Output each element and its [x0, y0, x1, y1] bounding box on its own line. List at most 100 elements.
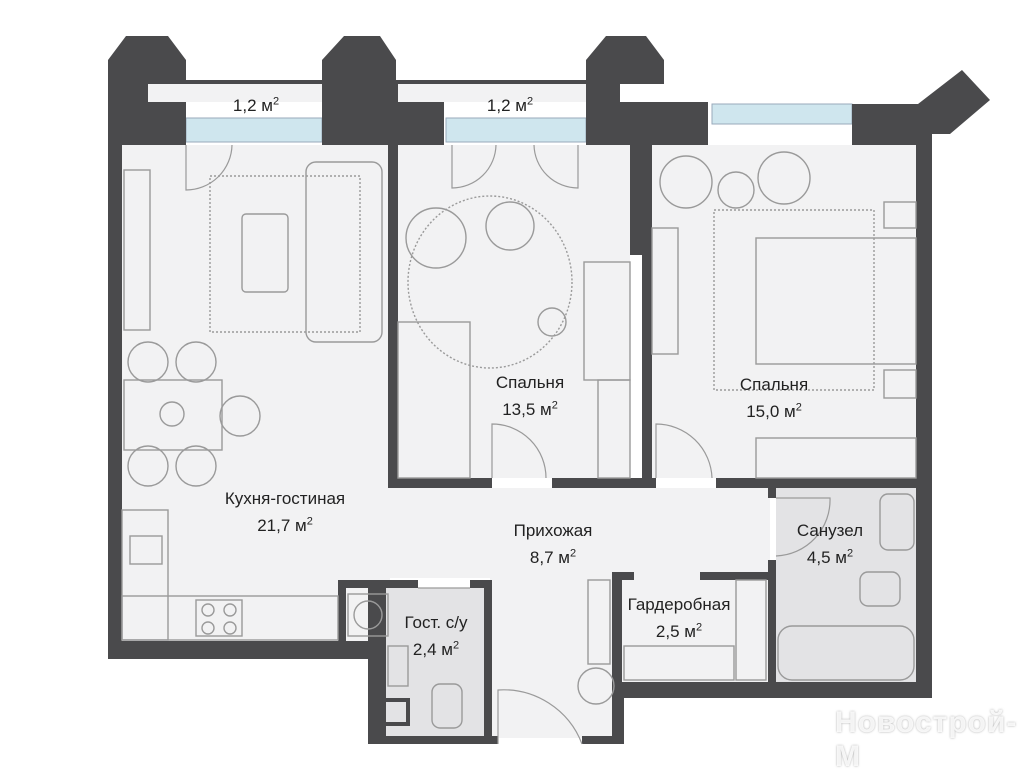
wall-pillar-mid2: [586, 36, 708, 145]
room-name: Кухня-гостиная: [224, 489, 346, 508]
room-area: 1,2 м: [486, 95, 527, 115]
door-kitchen-balcony: [185, 144, 233, 191]
kitchen-counter-bottom: [121, 595, 339, 641]
window-bedroom-1: [445, 117, 587, 143]
room-label-bedroom-1: Спальня 13,5 м2: [480, 372, 580, 421]
round-table: [717, 171, 755, 209]
wardrobe-bedroom-2: [755, 437, 917, 479]
hob-burner-3: [201, 621, 215, 635]
wall-bottom-wc2: [368, 736, 498, 744]
room-area: 8,7 м: [529, 547, 570, 567]
hallway-floor: [390, 488, 770, 578]
wall-wardrobe-left: [612, 572, 622, 682]
toilet: [859, 571, 901, 607]
wall-bedroom-divider: [630, 145, 642, 255]
room-area: 4,5 м: [806, 547, 847, 567]
wall-bottom-left: [108, 641, 370, 659]
room-area: 21,7 м: [257, 515, 307, 535]
wall-bedroom-divider2: [642, 145, 652, 478]
hob-burner-2: [223, 603, 237, 617]
wall-bedroom1-left: [388, 145, 398, 488]
wall-bedroom1-bottom2: [552, 478, 656, 488]
area-unit-sup: 2: [306, 515, 313, 527]
bedroom-2-floor: [652, 145, 916, 478]
wall-right: [916, 145, 932, 697]
room-area: 15,0 м: [746, 401, 796, 421]
room-label-bathroom: Санузел 4,5 м2: [780, 520, 880, 569]
hob: [195, 599, 243, 637]
wall-pillar-left: [108, 36, 186, 145]
dining-chair-2: [175, 341, 217, 383]
room-name: Гардеробная: [627, 595, 731, 614]
door-bedroom1-balcony-right: [533, 144, 579, 189]
washing-machine-drum: [353, 600, 383, 630]
bed-single: [397, 321, 471, 479]
area-unit-sup: 2: [795, 401, 802, 413]
hallway-floor-lower: [490, 578, 612, 738]
coffee-table: [241, 213, 289, 293]
watermark: Новострой-М: [835, 706, 1018, 773]
dining-chair-4: [175, 445, 217, 487]
side-table: [485, 201, 535, 251]
doors: [185, 144, 831, 745]
room-name: Спальня: [739, 375, 809, 394]
room-label-balcony-1: 1,2 м2: [216, 90, 296, 117]
wall-wc-right: [484, 580, 492, 744]
wardrobe-floor: [622, 578, 768, 682]
balcony-1-floor: [148, 84, 376, 102]
lounge-chair-2: [757, 151, 811, 205]
hallway-pouf: [577, 667, 615, 705]
room-label-wardrobe: Гардеробная 2,5 м2: [622, 594, 736, 643]
wc-basin: [387, 645, 409, 687]
room-label-guest-wc: Гост. с/у 2,4 м2: [396, 612, 476, 661]
wall-bedroom1-bottom: [388, 478, 492, 488]
shaft-box: [382, 698, 410, 726]
wall-bottom-right: [612, 682, 932, 698]
tv-unit-bedroom: [651, 227, 679, 355]
sink: [129, 535, 163, 565]
washing-machine: [347, 593, 389, 637]
door-bedroom1-balcony-left: [451, 144, 497, 189]
dining-table: [123, 379, 223, 451]
area-unit-sup: 2: [695, 621, 703, 633]
door-entrance: [497, 689, 583, 745]
lounge-chair-1: [659, 155, 713, 209]
window-kitchen: [185, 117, 323, 143]
wall-bath-left2: [768, 560, 776, 682]
room-area: 1,2 м: [232, 95, 273, 115]
dining-chair-5: [219, 395, 261, 437]
wall-left: [108, 60, 122, 658]
hob-burner-4: [223, 621, 237, 635]
area-unit-sup: 2: [526, 95, 534, 107]
hob-burner-1: [201, 603, 215, 617]
guest-wc-floor: [386, 588, 484, 736]
double-bed: [755, 237, 917, 365]
wc-toilet: [431, 683, 463, 729]
wall-bottom-hall: [582, 736, 612, 744]
room-name: Гост. с/у: [404, 613, 468, 632]
sofa: [305, 161, 383, 343]
bathroom-floor: [776, 488, 916, 682]
furniture: [121, 151, 917, 729]
wardrobe-rail-2: [623, 645, 735, 681]
dining-chair-1: [127, 341, 169, 383]
wall-wardrobe-top2: [700, 572, 776, 580]
balcony-2-floor: [396, 84, 620, 102]
window-bedroom-2: [711, 103, 853, 125]
area-unit-sup: 2: [272, 95, 280, 107]
room-name: Санузел: [796, 521, 864, 540]
wall-wc-shaft: [338, 580, 346, 642]
door-bedroom-2: [655, 423, 713, 479]
bathtub: [777, 625, 915, 681]
armchair: [405, 207, 467, 269]
dining-chair-3: [127, 445, 169, 487]
hallway-cabinet: [587, 579, 611, 665]
nightstand-1: [883, 201, 917, 229]
balcony-1-rail: [148, 80, 376, 84]
wall-wc-top: [338, 580, 418, 588]
area-unit-sup: 2: [846, 547, 854, 559]
wardrobe-bedroom-1: [597, 379, 631, 479]
room-area: 2,5 м: [655, 621, 696, 641]
area-unit-sup: 2: [569, 547, 577, 559]
